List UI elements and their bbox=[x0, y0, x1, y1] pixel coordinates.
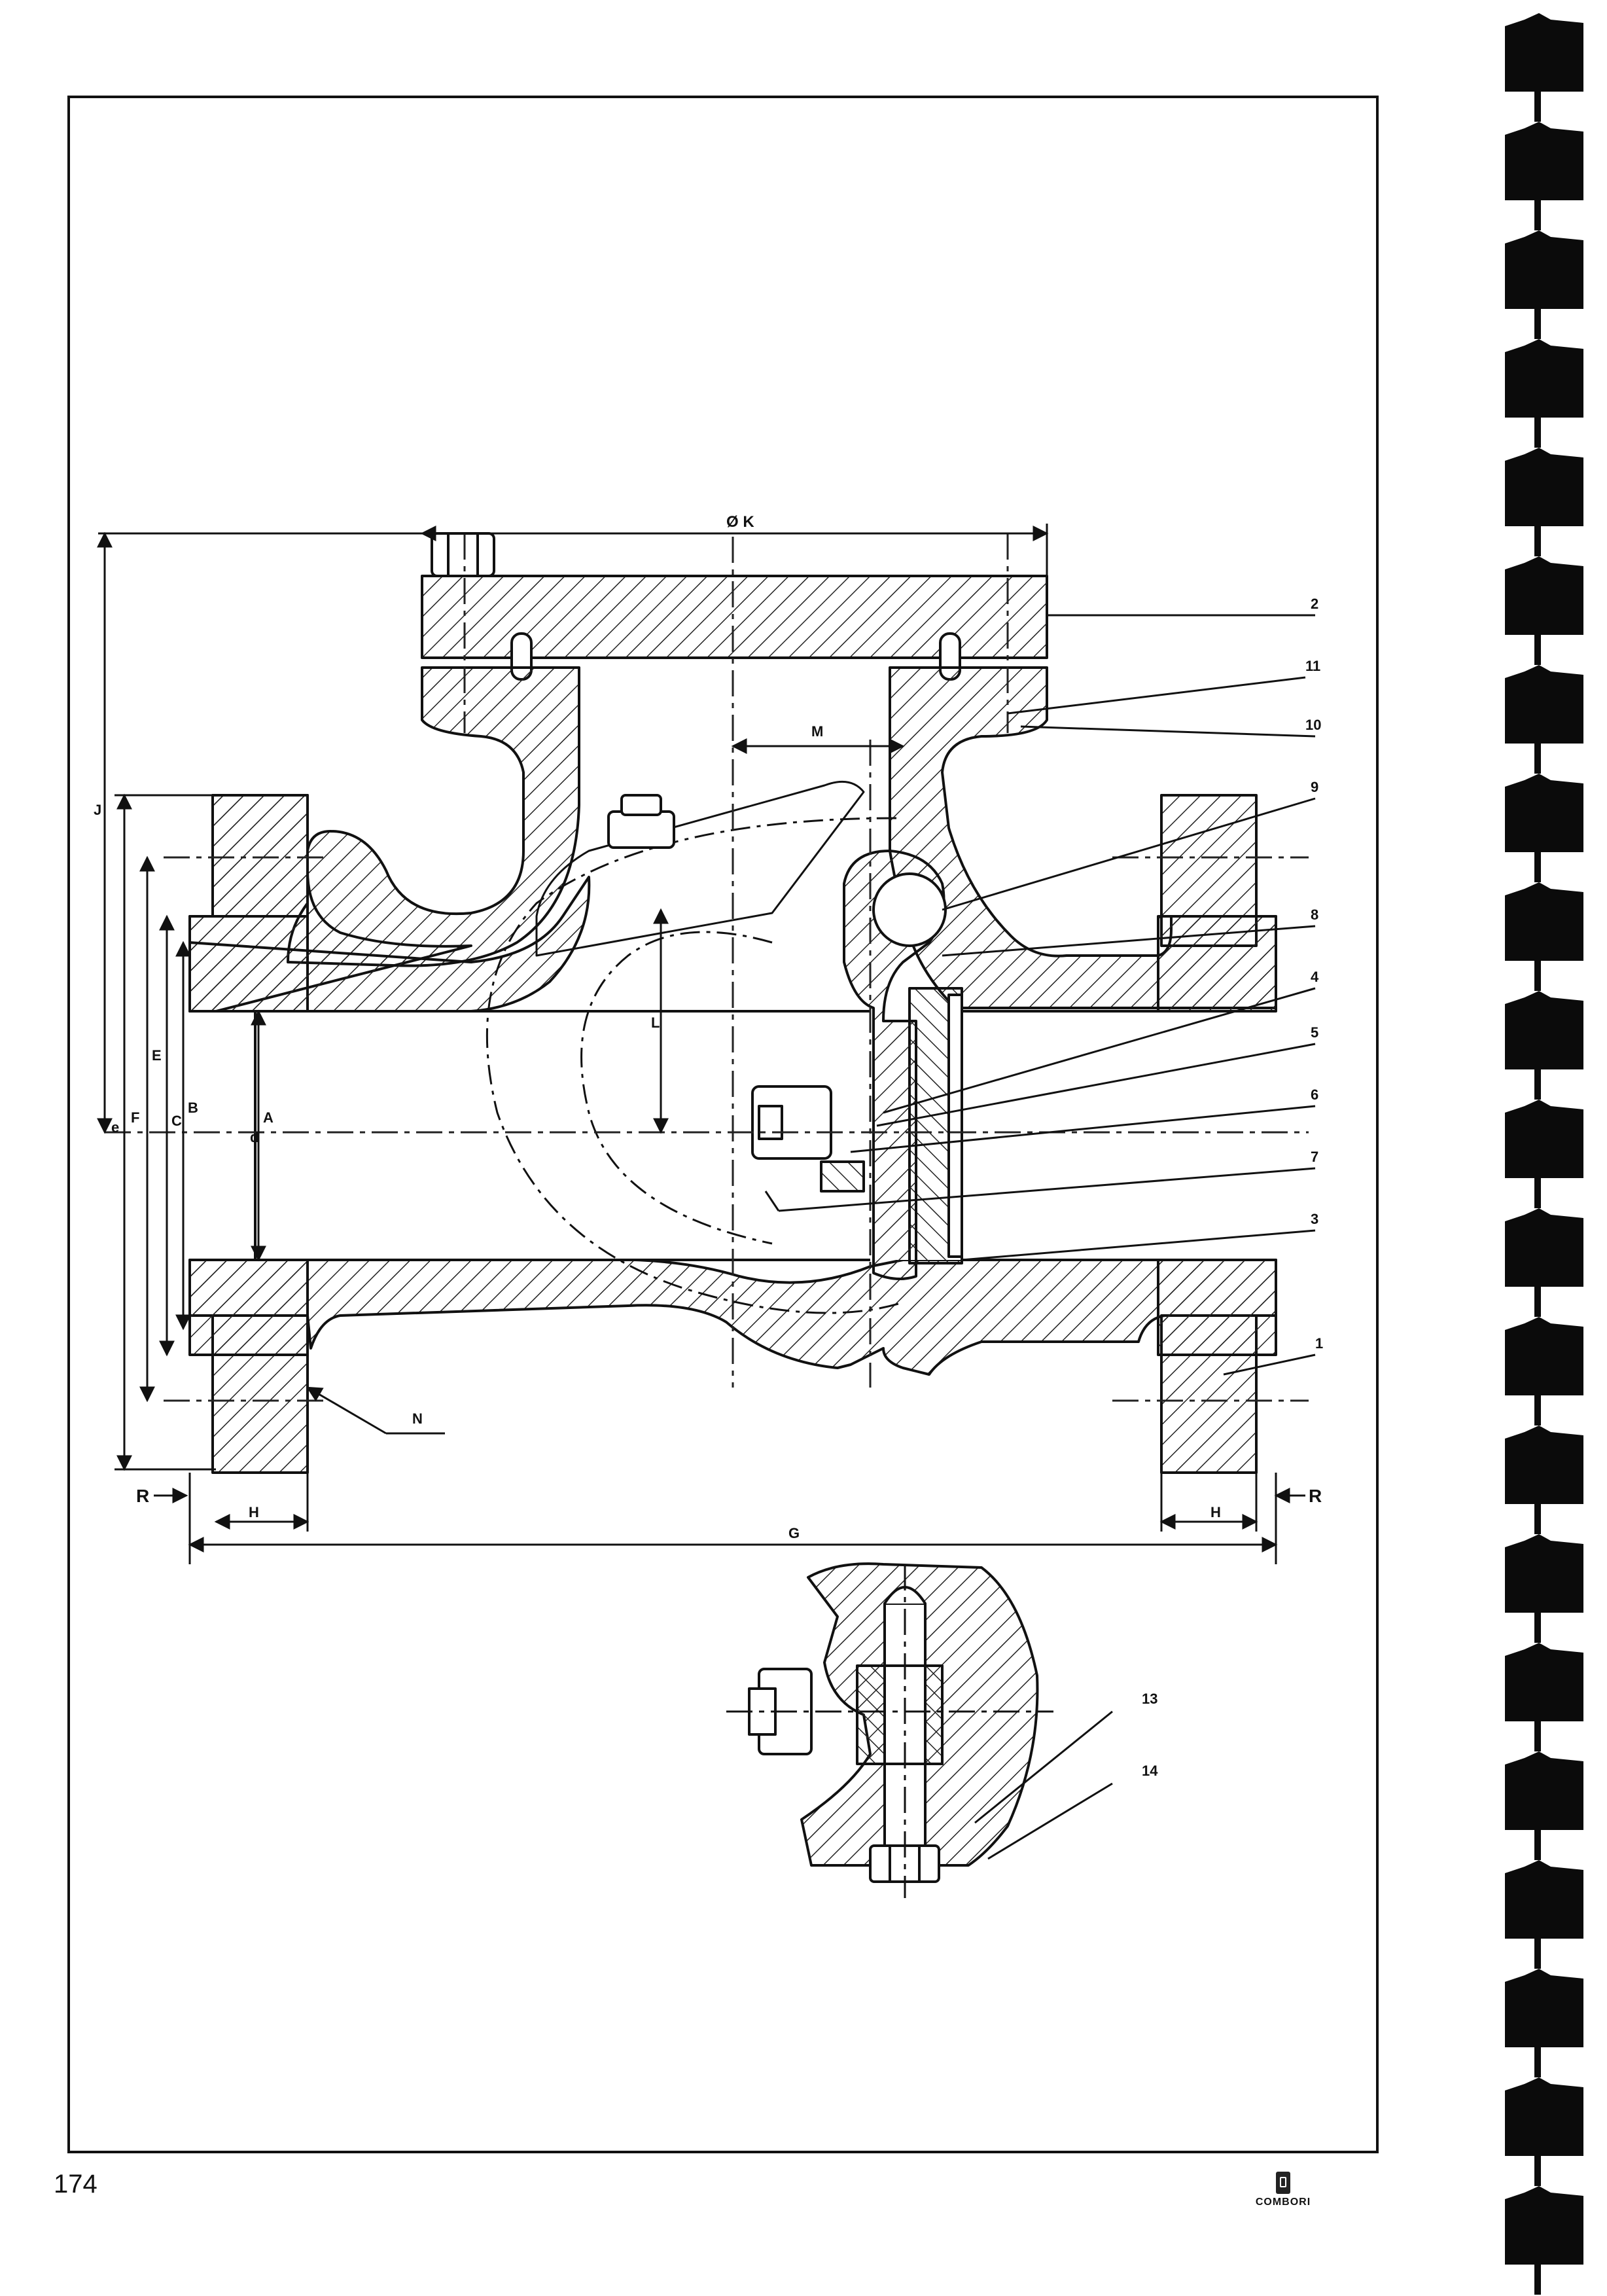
callout-8: 8 bbox=[1311, 906, 1318, 923]
binding-tab bbox=[1505, 2186, 1583, 2265]
callout-13: 13 bbox=[1142, 1691, 1157, 1707]
upper-body-wall bbox=[188, 876, 591, 1013]
callout-7: 7 bbox=[1311, 1149, 1318, 1165]
binding-tab bbox=[1505, 13, 1583, 92]
dimension-labels: Ø K M L J e F E C B A d N G H H R R bbox=[94, 513, 1322, 1541]
cover-nut bbox=[431, 532, 495, 577]
binding-tab bbox=[1505, 2077, 1583, 2156]
binding-tab bbox=[1505, 1426, 1583, 1504]
binding-tab bbox=[1505, 1643, 1583, 1721]
page-number: 174 bbox=[54, 2170, 97, 2198]
logo-text: COMBORI bbox=[1255, 2197, 1311, 2208]
logo-icon bbox=[1276, 2172, 1290, 2194]
binding-tab bbox=[1505, 556, 1583, 635]
binding-strip bbox=[1505, 13, 1583, 2295]
leader-lines bbox=[764, 614, 1316, 1860]
binding-tab bbox=[1505, 448, 1583, 526]
callout-4: 4 bbox=[1311, 969, 1319, 985]
dim-label-e: E bbox=[152, 1047, 162, 1064]
dim-label-d: d bbox=[250, 1129, 258, 1145]
callout-14: 14 bbox=[1142, 1763, 1158, 1779]
binding-tab bbox=[1505, 991, 1583, 1069]
center-lines bbox=[105, 533, 1309, 1402]
dim-label-f: F bbox=[131, 1109, 139, 1126]
callout-3: 3 bbox=[1311, 1211, 1318, 1227]
dimension-lines bbox=[97, 524, 1305, 1564]
dim-label-n: N bbox=[412, 1410, 423, 1427]
dim-label-r-left: R bbox=[136, 1486, 149, 1506]
dim-label-r-right: R bbox=[1309, 1486, 1322, 1506]
callout-11: 11 bbox=[1305, 658, 1320, 674]
binding-tab bbox=[1505, 1860, 1583, 1939]
body-neck-left bbox=[287, 666, 580, 967]
binding-tab bbox=[1505, 122, 1583, 200]
hinge-pin bbox=[872, 872, 947, 947]
publisher-logo: COMBORI bbox=[1241, 2172, 1326, 2208]
binding-tab bbox=[1505, 1100, 1583, 1178]
disc-arm bbox=[843, 850, 945, 1280]
dim-label-j: J bbox=[94, 802, 101, 818]
binding-tab bbox=[1505, 1969, 1583, 2047]
binding-tab bbox=[1505, 1208, 1583, 1287]
binding-tab bbox=[1505, 882, 1583, 961]
callout-1: 1 bbox=[1315, 1335, 1323, 1352]
dim-label-b: B bbox=[188, 1100, 198, 1116]
callout-9: 9 bbox=[1311, 779, 1318, 795]
disc-nut bbox=[751, 1085, 832, 1160]
part-number-callouts: 2 11 10 9 8 4 5 6 7 3 1 13 14 bbox=[1142, 596, 1323, 1779]
dim-label-a: A bbox=[263, 1109, 274, 1126]
binding-tab bbox=[1505, 774, 1583, 852]
dim-label-g: G bbox=[788, 1525, 800, 1541]
dim-label-c: C bbox=[171, 1113, 182, 1129]
disc-washer bbox=[820, 1160, 865, 1193]
drawing-frame bbox=[67, 96, 1379, 2153]
dim-label-m: M bbox=[811, 723, 823, 740]
dim-label-h-right: H bbox=[1210, 1504, 1221, 1520]
callout-5: 5 bbox=[1311, 1024, 1318, 1041]
dim-label-h-left: H bbox=[249, 1504, 259, 1520]
binding-tab bbox=[1505, 1317, 1583, 1395]
dim-label-l: L bbox=[651, 1014, 660, 1031]
binding-tab bbox=[1505, 230, 1583, 309]
binding-tab bbox=[1505, 1751, 1583, 1830]
binding-tab bbox=[1505, 339, 1583, 418]
binding-tab bbox=[1505, 1534, 1583, 1613]
dim-label-e-left: e bbox=[111, 1119, 119, 1136]
callout-10: 10 bbox=[1305, 717, 1321, 733]
disc-open-position bbox=[535, 780, 865, 957]
callout-2: 2 bbox=[1311, 596, 1318, 612]
dim-label-k: Ø K bbox=[726, 513, 754, 531]
detail-view-hinge-pin bbox=[726, 1562, 1053, 1898]
binding-tab bbox=[1505, 665, 1583, 744]
callout-6: 6 bbox=[1311, 1086, 1318, 1103]
